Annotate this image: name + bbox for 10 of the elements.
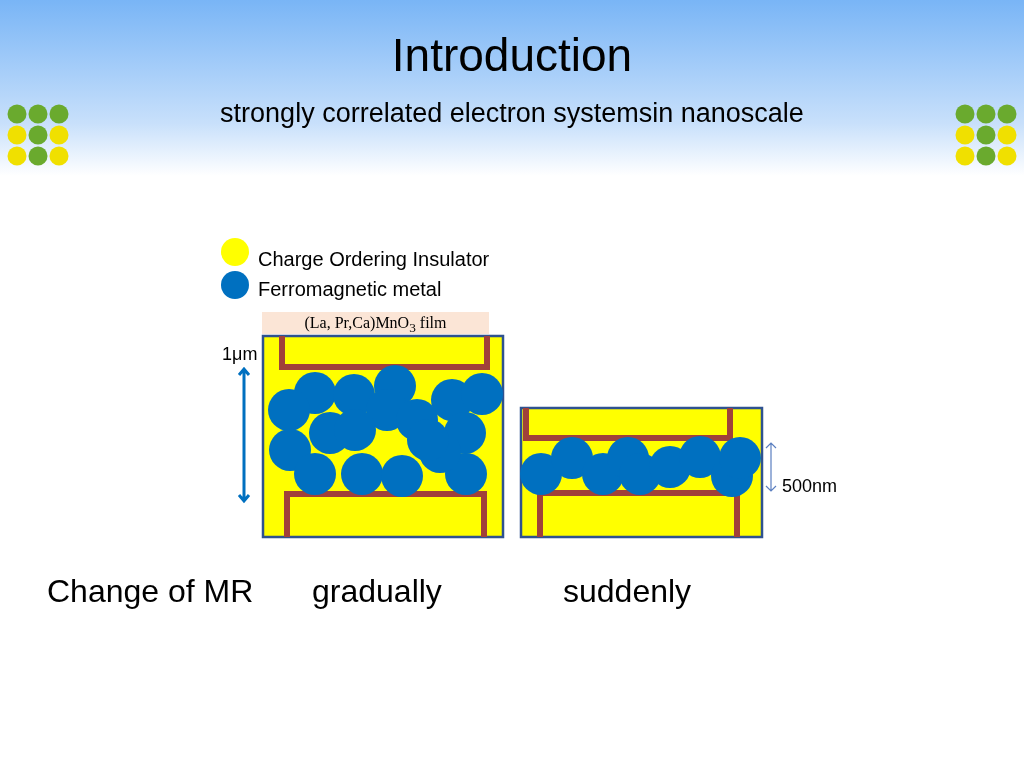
dimension-label: 500nm <box>782 476 838 497</box>
film-label: (La, Pr,Ca)MnO$_{3}$ film <box>262 312 489 334</box>
title: Introduction <box>390 28 634 82</box>
subtitle: strongly correlated electron systemsin nanoscale <box>219 98 805 129</box>
result-label: gradually <box>312 573 442 610</box>
legend-text: Charge Ordering Insulator <box>258 248 490 271</box>
result-label: suddenly <box>563 573 692 610</box>
dimension-label: 1μm <box>222 344 258 365</box>
legend-text: Ferromagnetic metal <box>258 278 442 301</box>
row-label: Change of MR <box>47 573 254 610</box>
